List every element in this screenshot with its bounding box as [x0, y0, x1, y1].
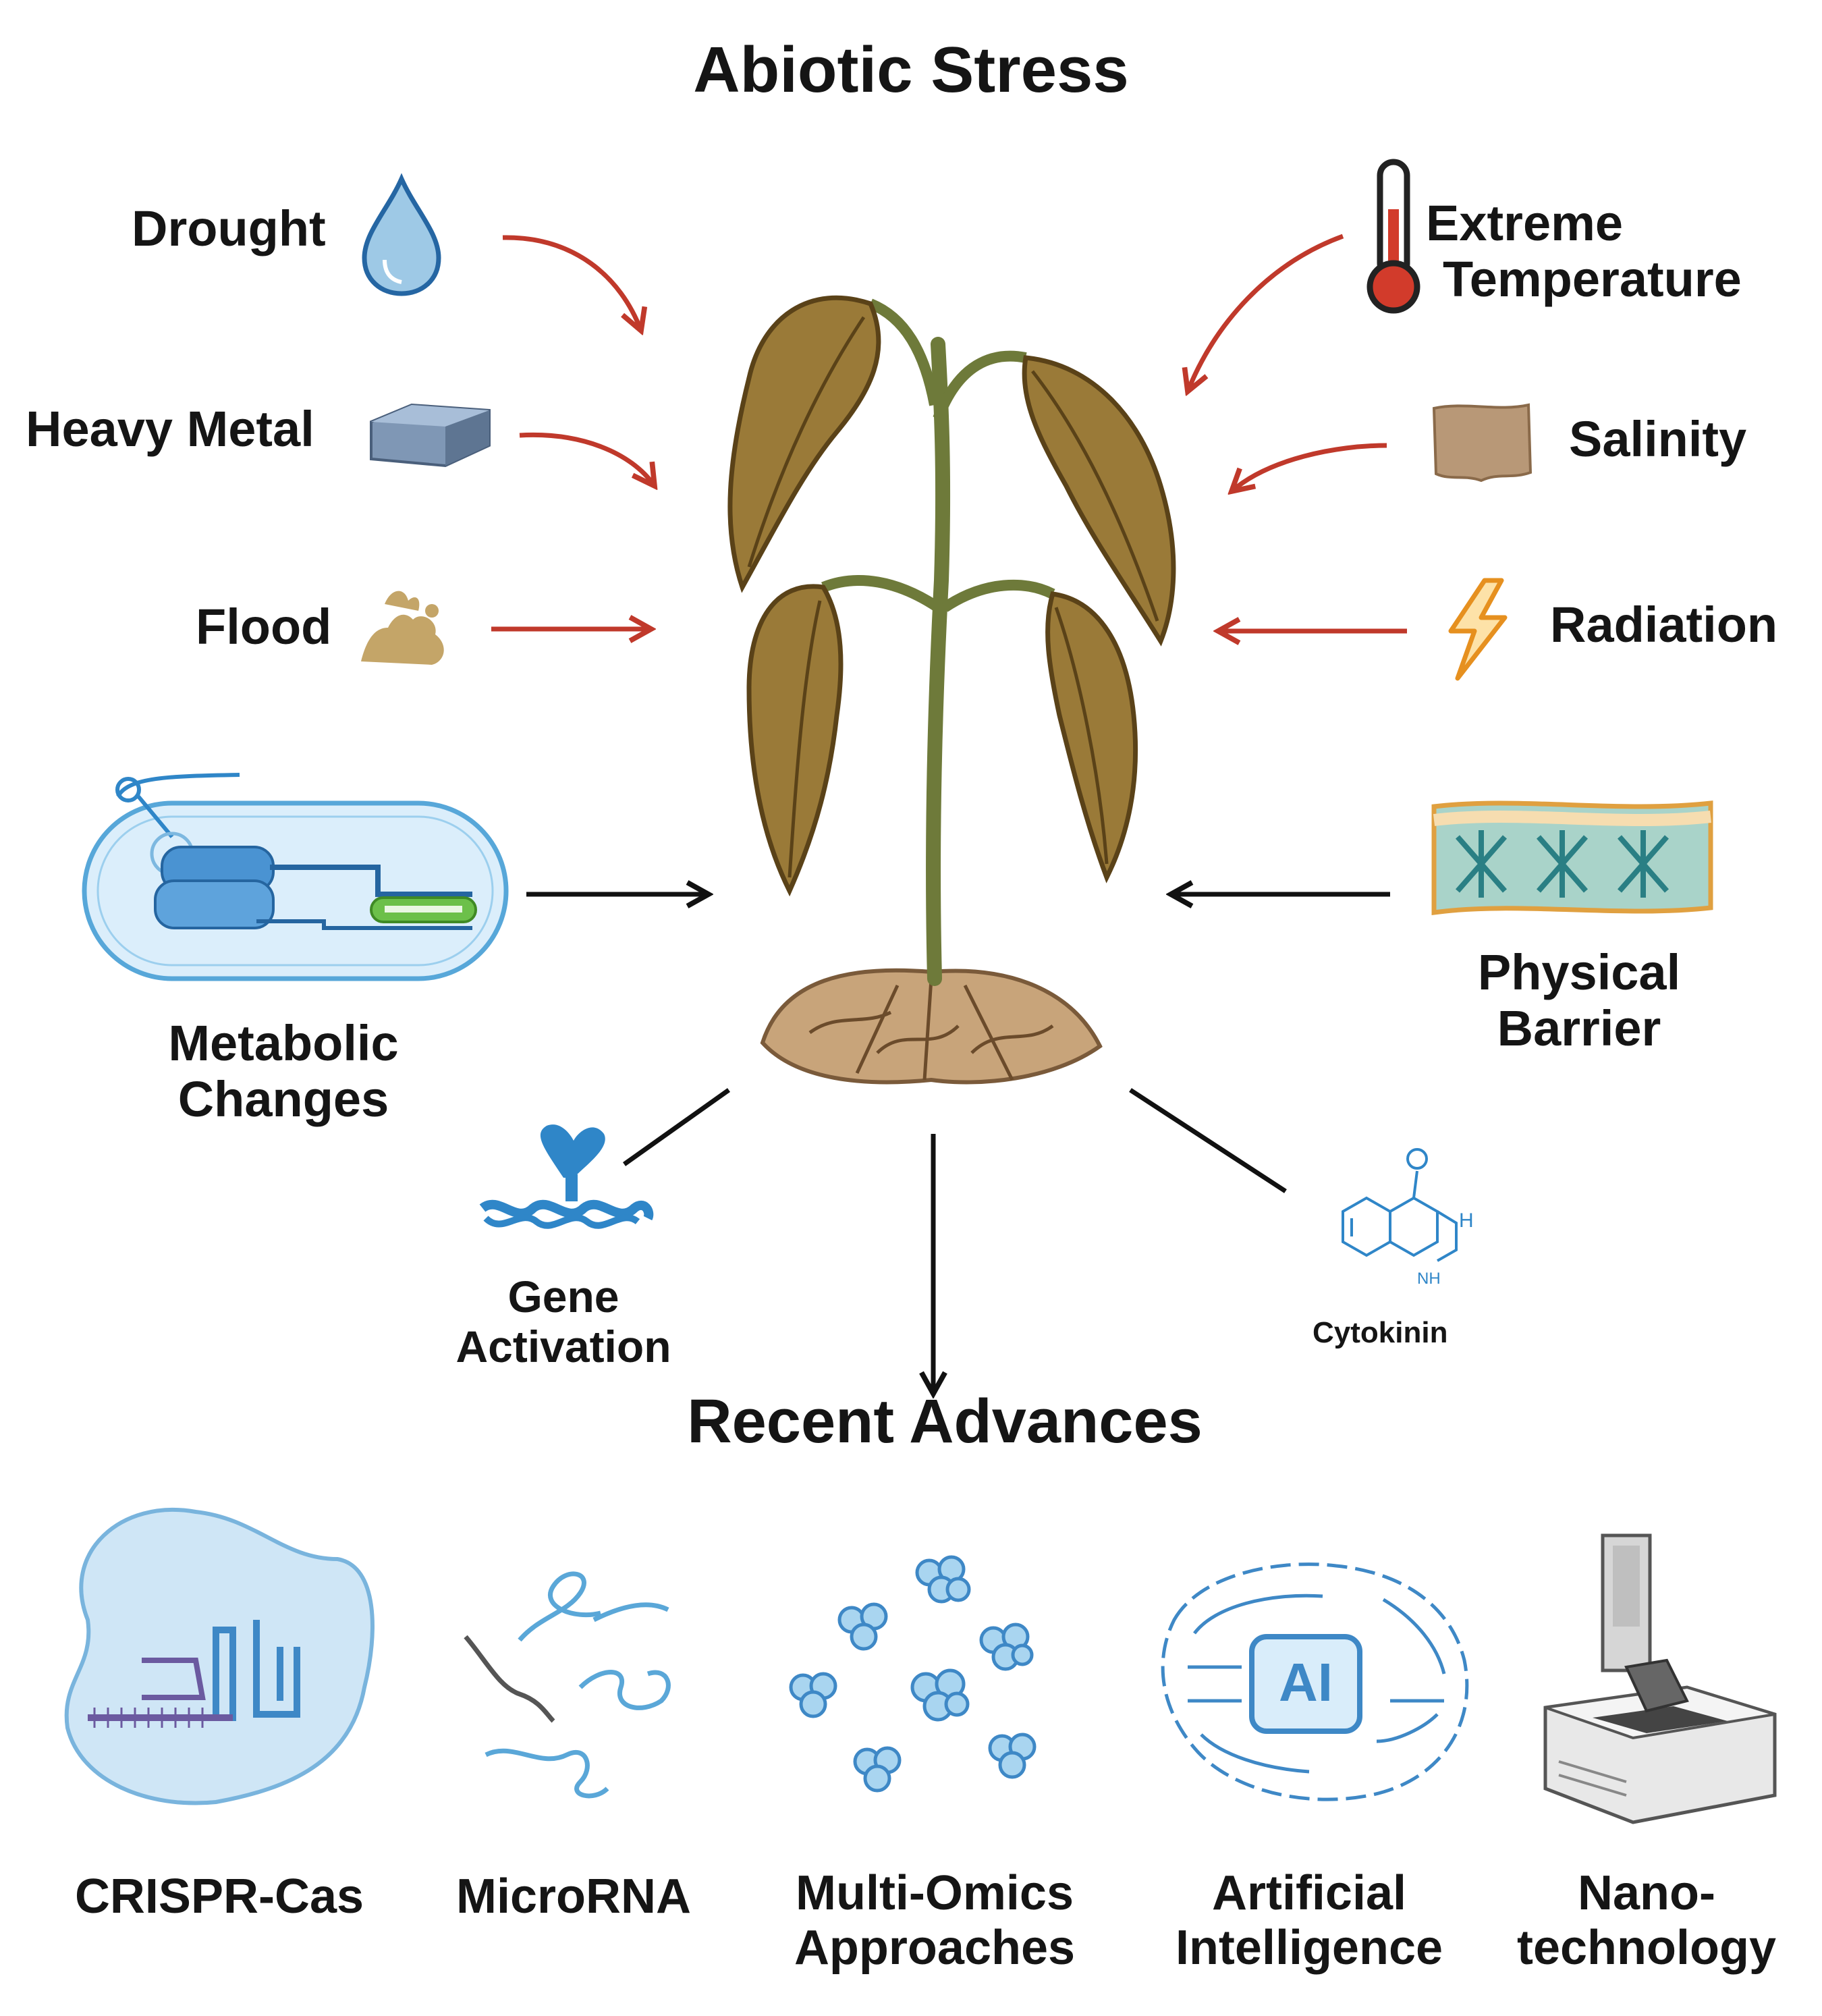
- label-changes: Changes: [177, 1070, 389, 1127]
- line-gene: [622, 1088, 731, 1166]
- nano-device-icon: [1543, 1533, 1777, 1824]
- label-metabolic: Metabolic: [168, 1015, 399, 1071]
- svg-text:AI: AI: [1279, 1652, 1333, 1712]
- label-radiation: Radiation: [1550, 597, 1778, 653]
- crispr-icon: [64, 1507, 375, 1805]
- lightning-icon: [1448, 578, 1508, 681]
- svg-text:H: H: [1459, 1209, 1474, 1232]
- arrow-heavy-metal: [519, 432, 655, 486]
- label-gene-activation: Gene Activation: [405, 1272, 722, 1372]
- label-cytokinin: Cytokinin: [1313, 1316, 1448, 1349]
- label-drought: Drought: [132, 200, 326, 256]
- label-metabolic-changes: Metabolic Changes: [101, 1015, 466, 1128]
- microrna-icon: [464, 1571, 671, 1799]
- label-barrier: Barrier: [1497, 1000, 1661, 1056]
- label-nano-line2: technology: [1516, 1920, 1776, 1975]
- dna-protein-icon: [479, 1124, 654, 1229]
- stress-arrows: [491, 234, 1407, 631]
- label-gene: Gene: [507, 1272, 619, 1322]
- label-artificial-intelligence: Artificial Intelligence: [1120, 1866, 1498, 1975]
- label-physical: Physical: [1477, 944, 1681, 1000]
- thermometer-icon: [1366, 159, 1420, 314]
- label-multi-omics: Multi-Omics Approaches: [746, 1866, 1124, 1975]
- label-physical-barrier: Physical Barrier: [1390, 944, 1768, 1057]
- response-arrows: [526, 894, 1390, 1394]
- ai-chip-icon: AI: [1161, 1562, 1469, 1801]
- svg-text:NH: NH: [1417, 1270, 1441, 1288]
- label-heavy-metal: Heavy Metal: [26, 401, 314, 457]
- water-drop-icon: [362, 173, 441, 296]
- cell-metabolism-icon: [82, 773, 509, 981]
- multi-omics-icon: [789, 1555, 1037, 1793]
- cell-wall-barrier-icon: [1431, 800, 1713, 916]
- flood-mud-icon: [361, 591, 444, 665]
- metal-block-icon: [370, 403, 491, 468]
- label-microrna: MicroRNA: [405, 1870, 742, 1924]
- page-title: Abiotic Stress: [693, 34, 1129, 106]
- arrow-drought: [502, 235, 641, 331]
- label-nano-line1: Nano-: [1578, 1866, 1715, 1920]
- label-crispr-cas: CRISPR-Cas: [30, 1870, 408, 1924]
- label-activation: Activation: [456, 1321, 671, 1371]
- arrow-salinity: [1232, 443, 1387, 491]
- label-flood: Flood: [196, 599, 332, 655]
- wilted-plant-illustration: [727, 295, 1176, 1085]
- salt-soil-icon: [1432, 403, 1533, 483]
- arrow-extreme-temperature: [1188, 234, 1344, 391]
- label-nanotechnology: Nano- technology: [1478, 1866, 1815, 1975]
- cytokinin-molecule-icon: H NH: [1342, 1148, 1474, 1288]
- label-microrna-line1: MicroRNA: [456, 1870, 691, 1924]
- label-crispr-line1: CRISPR-Cas: [74, 1870, 364, 1924]
- label-ai-line1: Artificial: [1211, 1866, 1407, 1920]
- section-title-recent-advances: Recent Advances: [687, 1387, 1203, 1456]
- label-temperature: Temperature: [1443, 250, 1742, 307]
- label-multi-omics-line1: Multi-Omics: [795, 1866, 1074, 1920]
- label-multi-omics-line2: Approaches: [794, 1920, 1076, 1975]
- label-salinity: Salinity: [1569, 411, 1747, 467]
- label-extreme: Extreme: [1426, 195, 1624, 251]
- line-cytokinin: [1129, 1088, 1287, 1193]
- label-ai-line2: Intelligence: [1175, 1920, 1443, 1975]
- label-extreme-temperature: Extreme Temperature: [1426, 195, 1742, 308]
